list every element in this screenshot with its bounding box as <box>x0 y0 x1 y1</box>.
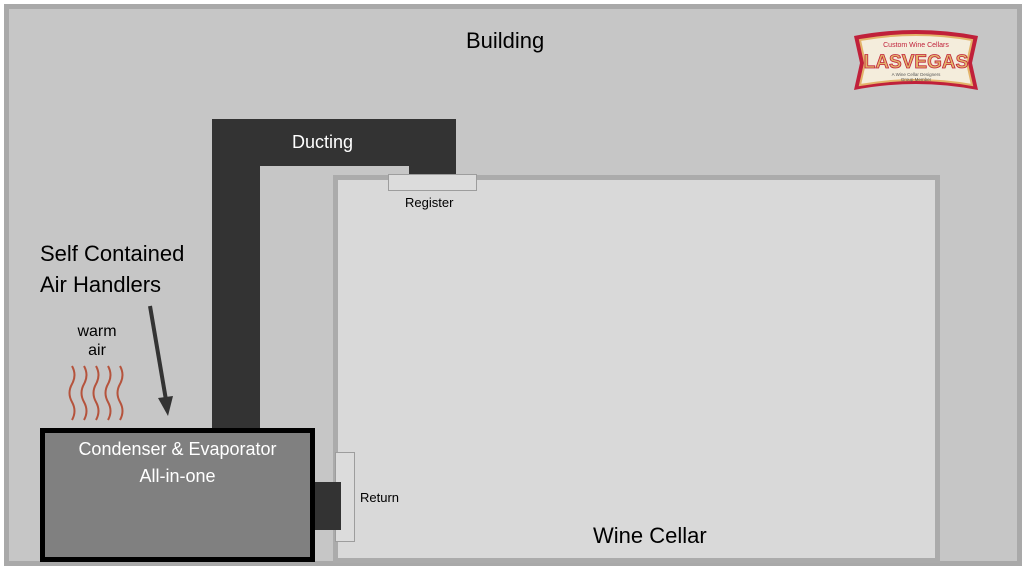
self-contained-line1: Self Contained <box>40 241 185 266</box>
pointer-arrow-shaft <box>148 305 168 401</box>
warm-air-line2: air <box>88 342 106 359</box>
company-logo: Custom Wine Cellars LASVEGAS A Wine Cell… <box>854 30 978 90</box>
ducting-label: Ducting <box>292 132 354 152</box>
pointer-arrow-head <box>158 396 173 416</box>
unit-label: Condenser & Evaporator All-in-one <box>40 436 315 490</box>
wine-cellar-label: Wine Cellar <box>593 523 707 548</box>
unit-label-line2: All-in-one <box>139 466 216 486</box>
self-contained-label: Self Contained Air Handlers <box>40 238 184 300</box>
logo-top-text: Custom Wine Cellars <box>883 42 949 49</box>
warm-air-line1: warm <box>77 323 117 340</box>
unit-label-line1: Condenser & Evaporator <box>78 439 277 459</box>
return-label: Return <box>360 490 400 505</box>
logo-sub-text-2: Group Member <box>901 77 932 82</box>
wine-cellar-room <box>333 175 940 563</box>
building-label: Building <box>466 28 545 53</box>
condenser-evaporator-unit <box>40 428 315 562</box>
logo-main-text: LASVEGAS <box>864 52 969 73</box>
warm-air-label: warm air <box>60 322 134 360</box>
ducting <box>212 119 456 430</box>
register-grille <box>388 174 477 191</box>
warm-air-icon <box>68 365 124 421</box>
logo-sub-text-1: A Wine Cellar Designers <box>892 72 942 77</box>
self-contained-line2: Air Handlers <box>40 272 162 297</box>
register-label: Register <box>405 195 454 210</box>
